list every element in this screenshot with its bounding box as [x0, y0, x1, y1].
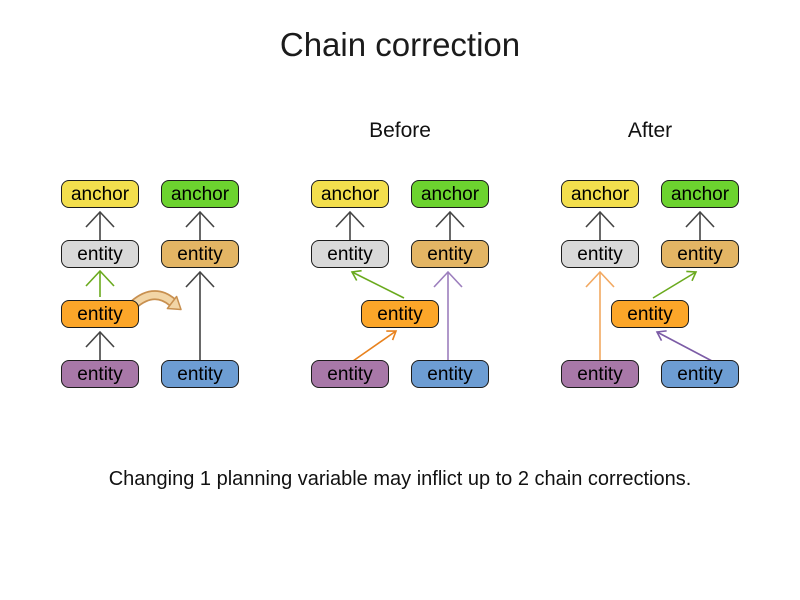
entity-box-purple: entity	[311, 360, 389, 388]
anchor-box-green: anchor	[661, 180, 739, 208]
entity-box-gray: entity	[61, 240, 139, 268]
entity-box-blue: entity	[661, 360, 739, 388]
entity-box-purple: entity	[561, 360, 639, 388]
arrow-after-blue-to-orange	[655, 330, 713, 362]
anchor-box-green: anchor	[411, 180, 489, 208]
entity-box-blue: entity	[161, 360, 239, 388]
arrow-after-orange-to-tan	[652, 270, 698, 299]
anchor-box-yellow: anchor	[61, 180, 139, 208]
entity-box-orange: entity	[61, 300, 139, 328]
entity-box-gray: entity	[561, 240, 639, 268]
after-label: After	[627, 119, 673, 142]
before-label: Before	[369, 119, 431, 142]
entity-box-tan: entity	[411, 240, 489, 268]
entity-box-orange: entity	[611, 300, 689, 328]
page-title: Chain correction	[279, 26, 521, 63]
entity-box-blue: entity	[411, 360, 489, 388]
entity-box-tan: entity	[161, 240, 239, 268]
anchor-box-yellow: anchor	[561, 180, 639, 208]
entity-box-orange: entity	[361, 300, 439, 328]
entity-box-gray: entity	[311, 240, 389, 268]
arrow-before-purple-to-orange	[352, 330, 398, 362]
anchor-box-green: anchor	[161, 180, 239, 208]
caption: Changing 1 planning variable may inflict…	[108, 468, 692, 490]
entity-box-tan: entity	[661, 240, 739, 268]
arrow-before-orange-to-gray	[350, 269, 405, 299]
entity-box-purple: entity	[61, 360, 139, 388]
anchor-box-yellow: anchor	[311, 180, 389, 208]
